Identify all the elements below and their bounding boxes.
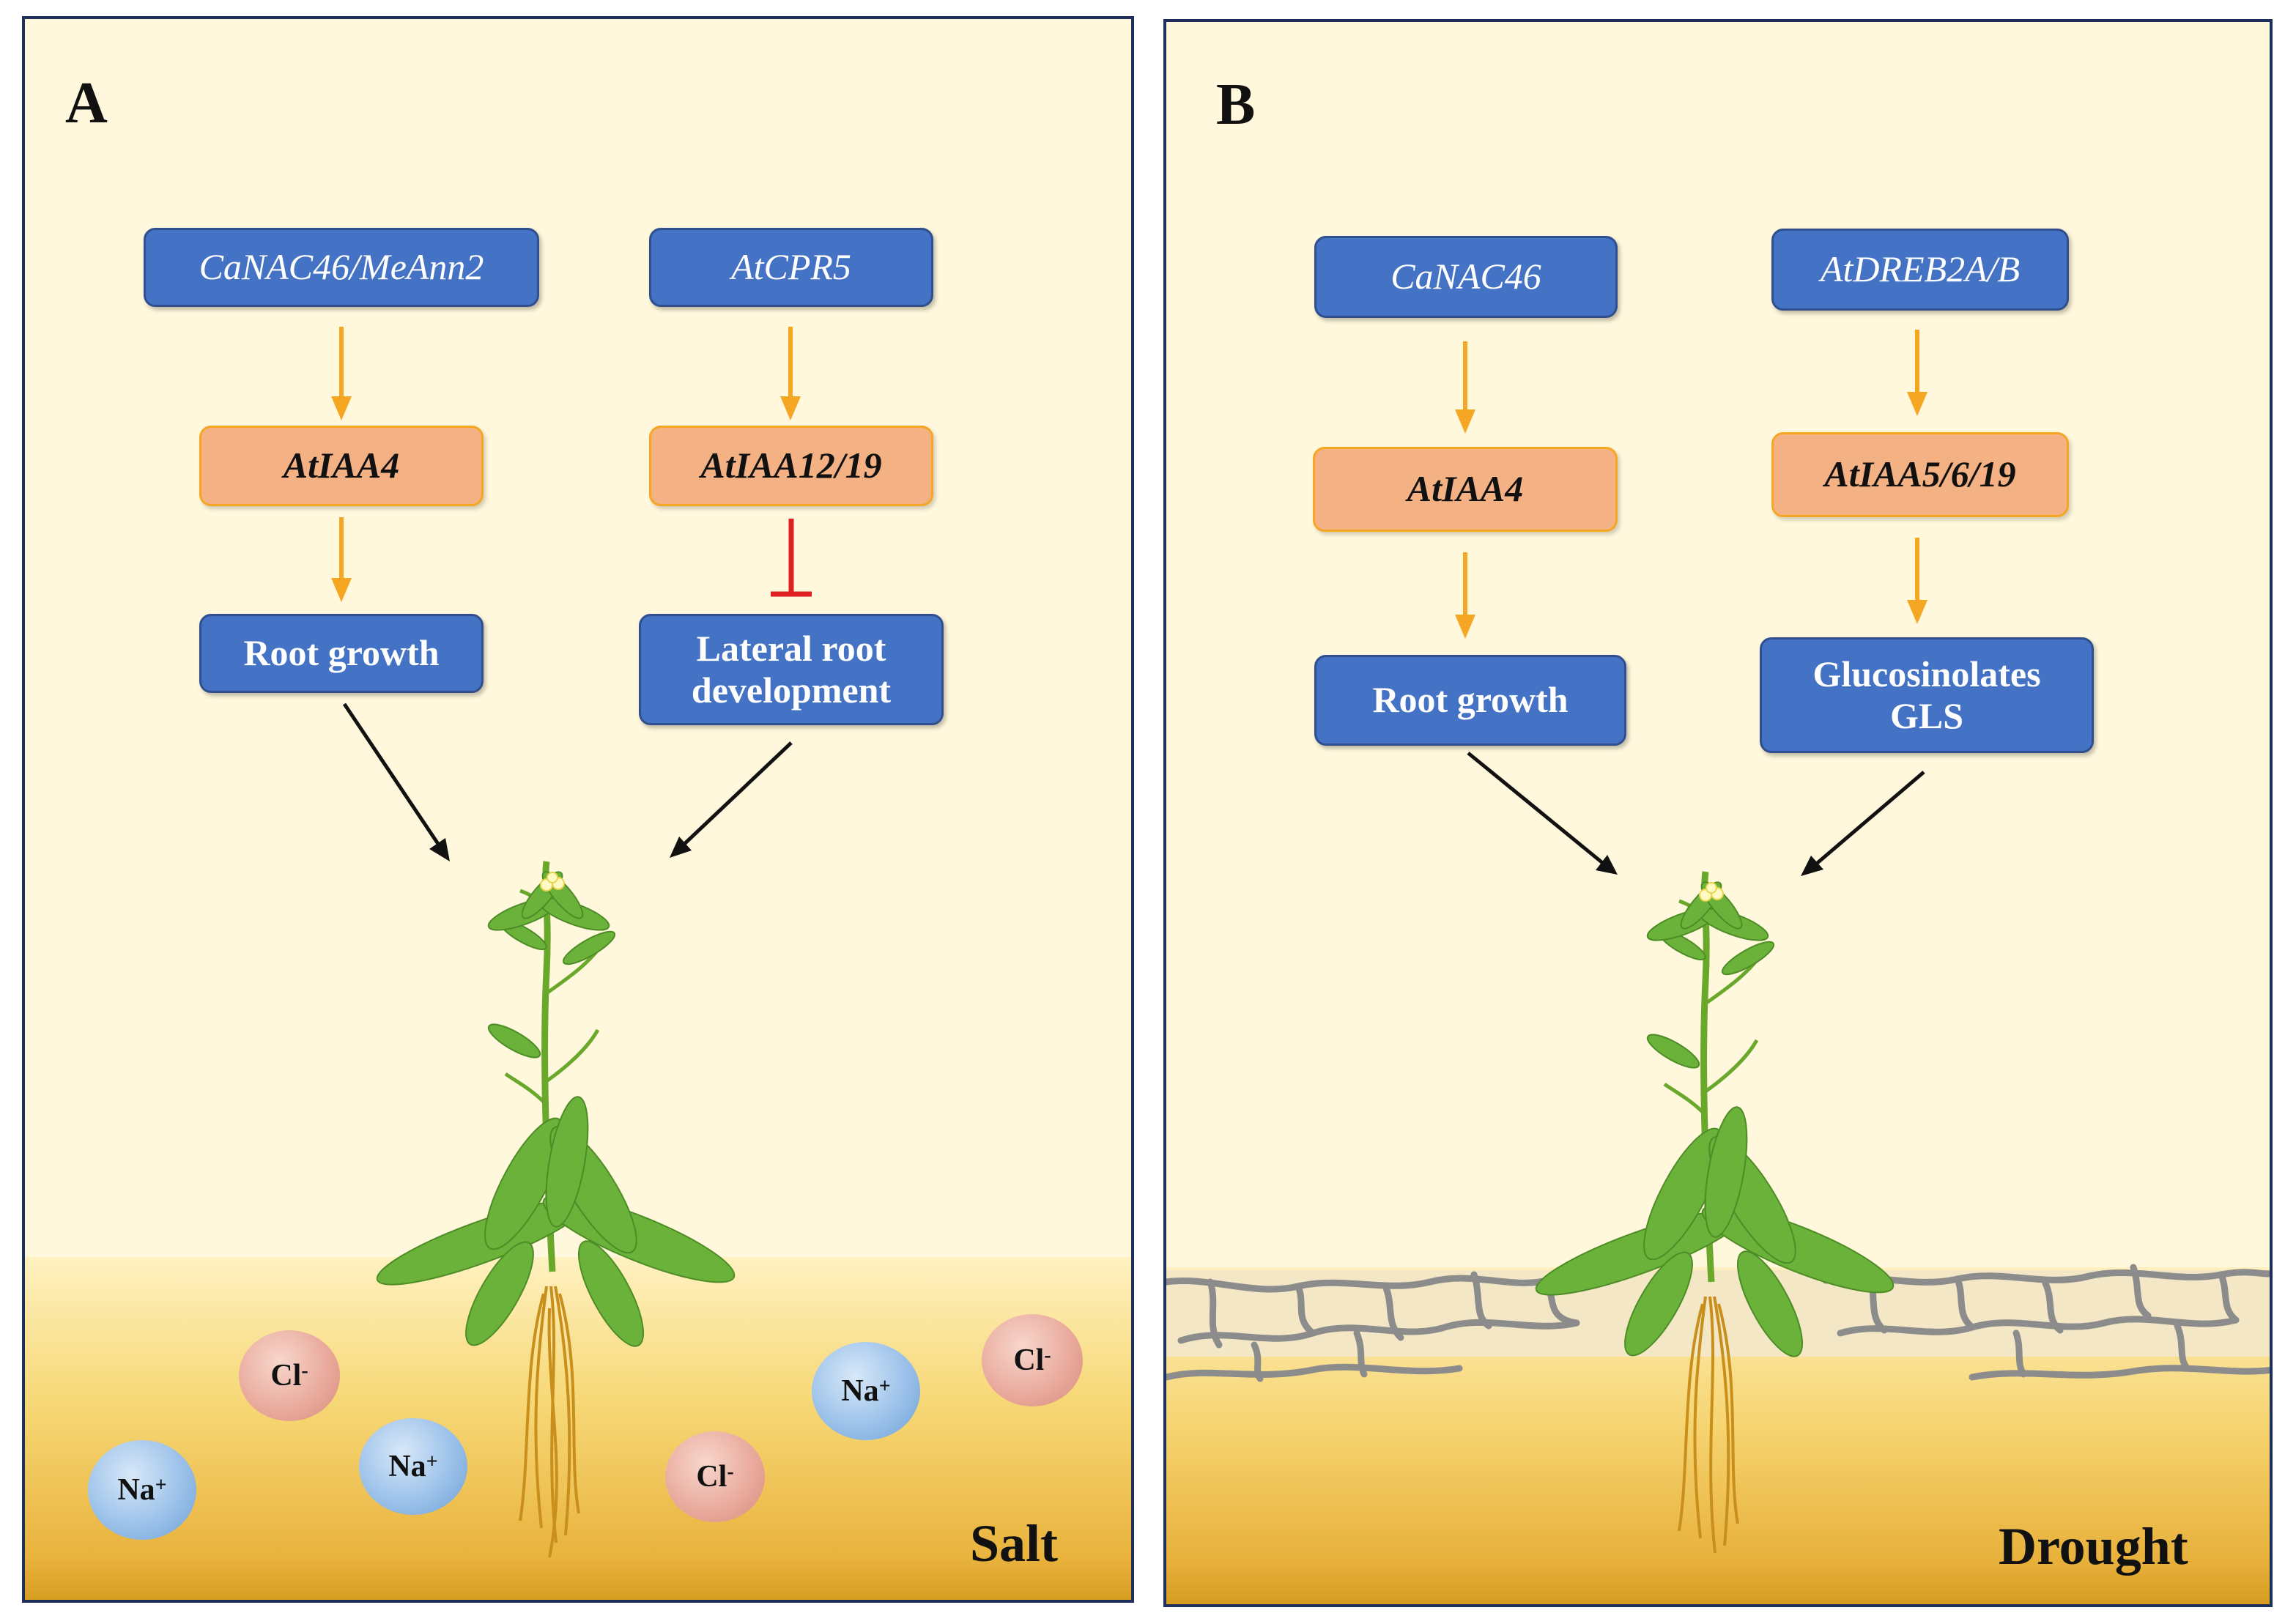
- target-box-atiaa12-19: AtIAA12/19: [649, 426, 933, 506]
- gene-label: CaNAC46/MeAnn2: [199, 246, 484, 288]
- outcome-label-line1: Glucosinolates: [1812, 653, 2041, 694]
- panel-label: A: [65, 71, 108, 136]
- outcome-label-line2: GLS: [1889, 695, 1964, 736]
- cracked-soil-pattern: [1166, 1264, 2270, 1382]
- sodium-ion: Na+: [359, 1418, 467, 1515]
- plant-roots: [519, 1286, 580, 1558]
- outcome-box-glucosinolates: Glucosinolates GLS: [1760, 637, 2094, 753]
- plant-flowers: [1699, 882, 1724, 902]
- panel-b: B CaNAC46 AtDREB2A/B AtIAA4 AtIAA5/6/19: [1163, 19, 2273, 1607]
- plant-illustration: [376, 861, 736, 1558]
- gene-label: AtDREB2A/B: [1820, 248, 2021, 290]
- gene-box-atdreb2a-b: AtDREB2A/B: [1771, 229, 2069, 311]
- chloride-ion: Cl-: [239, 1330, 340, 1421]
- gene-box-canac46: CaNAC46: [1314, 236, 1618, 318]
- outcome-label-line1: Lateral root: [696, 627, 886, 669]
- gene-box-canac46-meann2: CaNAC46/MeAnn2: [144, 228, 539, 307]
- plant-leaves: [376, 871, 736, 1347]
- outcome-box-root-growth: Root growth: [1314, 655, 1626, 746]
- target-label: AtIAA4: [1407, 468, 1524, 510]
- gene-label: CaNAC46: [1390, 256, 1541, 297]
- target-label: AtIAA4: [283, 445, 400, 486]
- salty-soil: [25, 1257, 1131, 1600]
- plant-illustration: [1535, 871, 1895, 1554]
- outcome-box-lateral-root: Lateral root development: [639, 614, 944, 725]
- panel-label: B: [1216, 73, 1256, 137]
- target-label: AtIAA5/6/19: [1824, 453, 2016, 495]
- sodium-ion: Na+: [88, 1440, 196, 1540]
- target-box-atiaa4: AtIAA4: [1313, 447, 1618, 532]
- plant-roots: [1678, 1296, 1739, 1554]
- stress-label-drought: Drought: [1999, 1517, 2188, 1576]
- panel-a-arrows: [331, 327, 812, 861]
- target-label: AtIAA12/19: [700, 445, 882, 486]
- target-box-atiaa5-6-19: AtIAA5/6/19: [1771, 432, 2069, 517]
- panel-a: A CaNAC46/MeAnn2 AtCPR5 AtIAA4 AtIAA12/1: [22, 16, 1134, 1603]
- stress-label-salt: Salt: [970, 1514, 1059, 1573]
- chloride-ion: Cl-: [982, 1314, 1083, 1406]
- target-box-atiaa4: AtIAA4: [199, 426, 484, 506]
- panel-b-arrows: [1455, 330, 1927, 876]
- outcome-label: Root growth: [1372, 679, 1569, 721]
- gene-box-atcpr5: AtCPR5: [649, 228, 933, 307]
- outcome-label: Root growth: [243, 632, 440, 674]
- plant-leaves: [1535, 881, 1895, 1357]
- outcome-box-root-growth: Root growth: [199, 614, 484, 693]
- sodium-ion: Na+: [812, 1342, 920, 1440]
- gene-label: AtCPR5: [731, 246, 851, 288]
- outcome-label-line2: development: [691, 670, 892, 711]
- plant-flowers: [540, 872, 565, 891]
- chloride-ion: Cl-: [665, 1431, 765, 1522]
